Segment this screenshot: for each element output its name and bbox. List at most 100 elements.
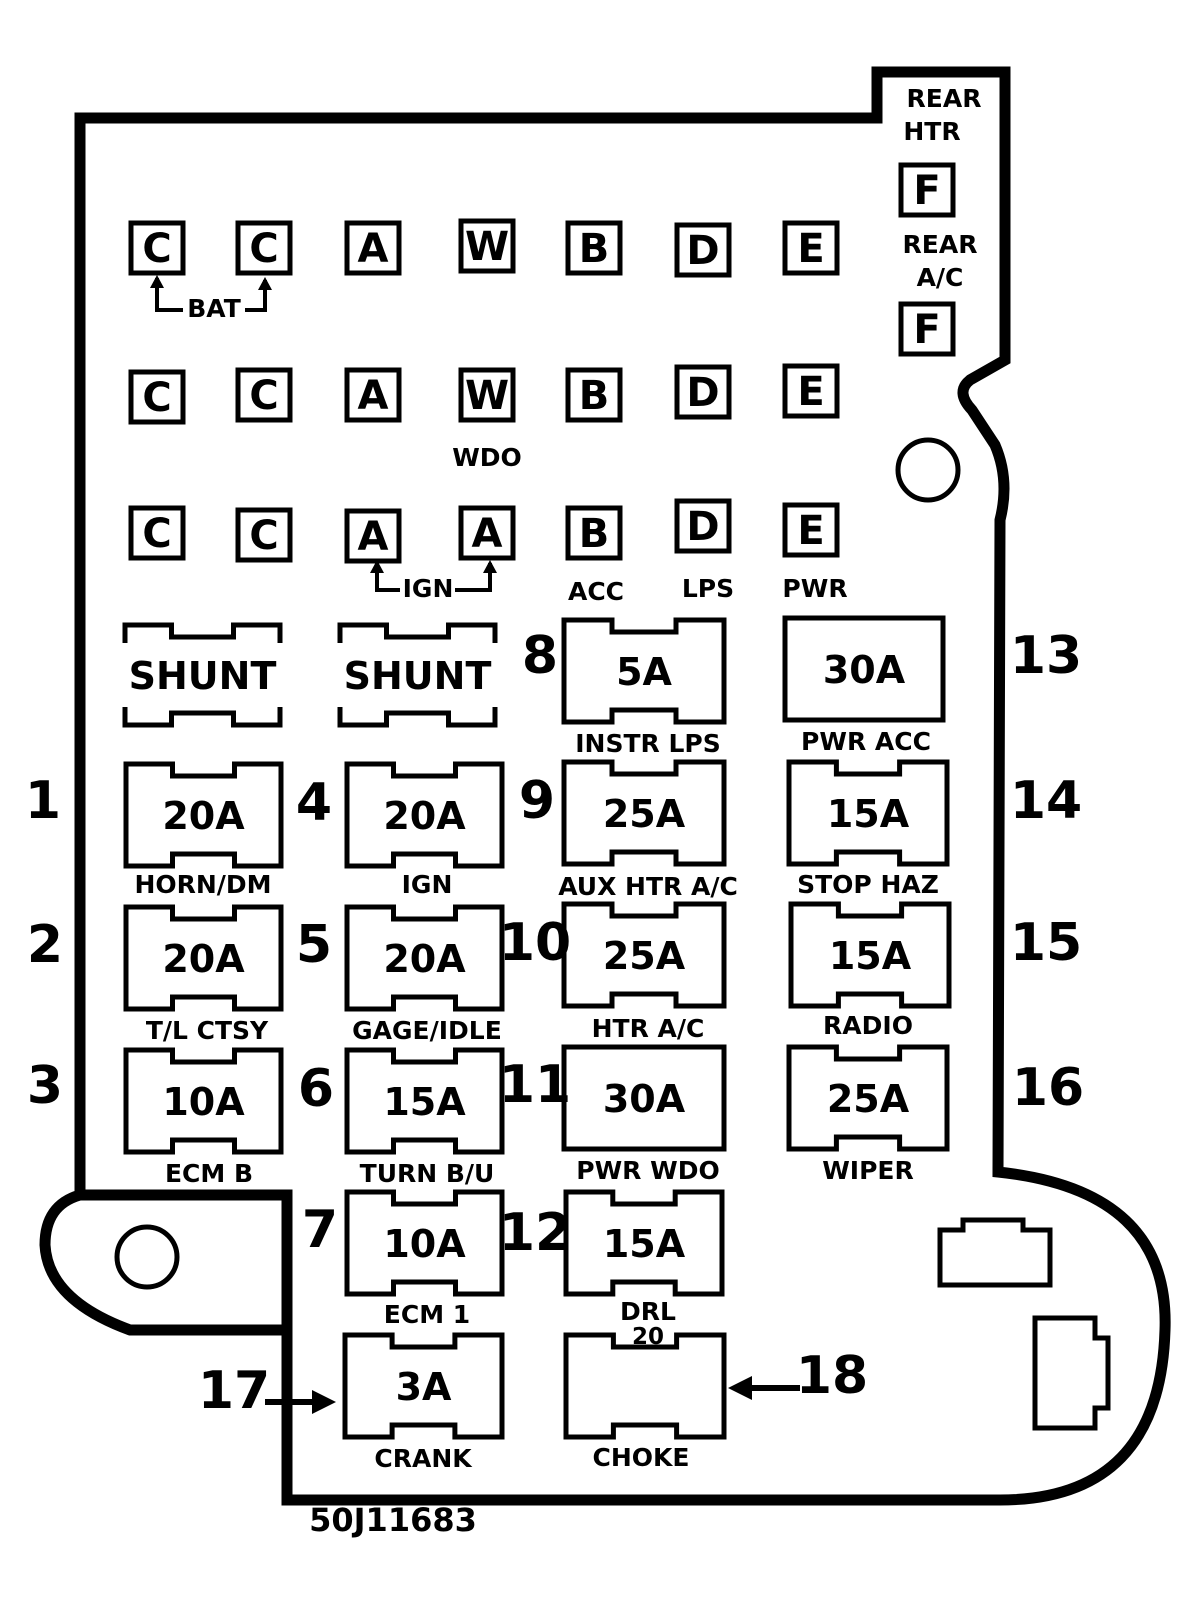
relay-terminal-row1-5: B — [565, 220, 623, 276]
wdo-label: WDO — [452, 443, 522, 472]
fuse-circuit-label: HTR A/C — [592, 1014, 705, 1043]
fuse-rating: 15A — [603, 1222, 686, 1266]
relay-terminal-row3-6: D — [674, 498, 732, 554]
mounting-hole-left — [114, 1224, 180, 1290]
relay-terminal-row1-3: A — [344, 220, 402, 276]
fuse-number: 17 — [198, 1361, 270, 1421]
relay-letter: F — [913, 307, 940, 353]
fuse-18-arrow — [728, 1376, 800, 1400]
relay-letter: W — [465, 373, 509, 419]
fuse-circuit-label: STOP HAZ — [797, 870, 939, 899]
fuse-circuit-label: INSTR LPS — [575, 729, 721, 758]
fuse-rating: 15A — [827, 792, 910, 836]
fuse-circuit-label: DRL — [620, 1297, 676, 1326]
relay-letter: C — [142, 375, 171, 421]
relay-terminal-row2-7: E — [782, 363, 840, 419]
relay-letter: F — [913, 168, 940, 214]
fuse-circuit-label: HORN/DM — [134, 870, 271, 899]
fuse-rating: 15A — [383, 1080, 466, 1124]
relay-letter: C — [142, 226, 171, 272]
mounting-ear — [80, 1189, 293, 1330]
rear-htr-label-line1: REAR — [907, 84, 982, 113]
fuse-circuit-label: T/L CTSY — [146, 1016, 269, 1045]
relay-letter: C — [249, 373, 278, 419]
relay-terminal-row2-6: D — [674, 364, 732, 420]
rear-ac-terminal: F — [898, 301, 956, 357]
shunt-1: SHUNT — [122, 622, 283, 728]
fuse-circuit-label: AUX HTR A/C — [558, 872, 738, 901]
fuse-number: 5 — [296, 915, 332, 975]
relay-terminal-row2-5: B — [565, 367, 623, 423]
fuse-rating: 10A — [383, 1222, 466, 1266]
ign-bracket-label: IGN — [403, 574, 454, 603]
fuse-circuit-label: TURN B/U — [360, 1159, 495, 1188]
fuse-number: 2 — [27, 915, 63, 975]
relay-terminal-row3-7: E — [782, 502, 840, 558]
fuse-rating: 20A — [383, 937, 466, 981]
fuse-rating: 30A — [823, 648, 906, 692]
fuse-rating: 25A — [603, 792, 686, 836]
relay-terminal-row1-2: C — [235, 220, 293, 276]
fuse-rating: 10A — [162, 1080, 245, 1124]
acc-label: ACC — [568, 577, 624, 606]
rear-htr-terminal: F — [898, 162, 956, 218]
connector-bottom — [1032, 1315, 1111, 1431]
fuse-number: 4 — [296, 773, 332, 833]
fuse-circuit-label: RADIO — [823, 1011, 913, 1040]
fuse-rating: 25A — [603, 934, 686, 978]
bat-bracket: BAT — [150, 275, 272, 323]
relay-terminal-row2-4: W — [458, 367, 516, 423]
choke-rating: 20 — [632, 1324, 664, 1350]
relay-letter: B — [579, 226, 610, 272]
shunt-label: SHUNT — [344, 654, 492, 698]
relay-letter: A — [358, 373, 389, 419]
relay-terminal-row3-4: A — [458, 505, 516, 561]
fuse-number: 16 — [1012, 1058, 1084, 1118]
relay-letter: E — [797, 226, 824, 272]
relay-letter: A — [472, 511, 503, 557]
fuse-rating: 20A — [162, 794, 245, 838]
fuse-circuit-label: CHOKE — [593, 1443, 690, 1472]
relay-terminal-row1-6: D — [674, 222, 732, 278]
fuse-circuit-label: PWR ACC — [801, 727, 931, 756]
fuse-number: 10 — [499, 913, 571, 973]
relay-terminal-row3-2: C — [235, 507, 293, 563]
fuse-2: 20A 2T/L CTSY — [27, 904, 284, 1045]
fuse-rating: 3A — [396, 1365, 452, 1409]
relay-terminal-row3-5: B — [565, 505, 623, 561]
fuse-rating: 5A — [616, 650, 672, 694]
relay-terminal-row2-2: C — [235, 367, 293, 423]
fuse-rating: 20A — [383, 794, 466, 838]
rear-ac-label-line2: A/C — [917, 263, 964, 292]
mounting-hole-right — [895, 437, 961, 503]
connector-top — [937, 1217, 1053, 1288]
relay-letter: E — [797, 508, 824, 554]
shunt-2: SHUNT — [337, 622, 498, 728]
relay-terminal-row2-1: C — [128, 369, 186, 425]
relay-letter: A — [358, 226, 389, 272]
relay-letter: E — [797, 369, 824, 415]
relay-terminal-row1-1: C — [128, 220, 186, 276]
relay-letter: C — [249, 513, 278, 559]
fuse-number: 14 — [1010, 771, 1082, 831]
fuse-rating: 20A — [162, 937, 245, 981]
fuse-number: 6 — [298, 1059, 334, 1119]
fuse-circuit-label: WIPER — [822, 1156, 914, 1185]
relay-letter: B — [579, 511, 610, 557]
part-number: 50J11683 — [309, 1501, 477, 1539]
fuse-circuit-label: GAGE/IDLE — [352, 1016, 502, 1045]
relay-terminal-row3-1: C — [128, 505, 186, 561]
pwr-label: PWR — [782, 574, 847, 603]
relay-letter: C — [249, 226, 278, 272]
relay-letter: A — [358, 514, 389, 560]
